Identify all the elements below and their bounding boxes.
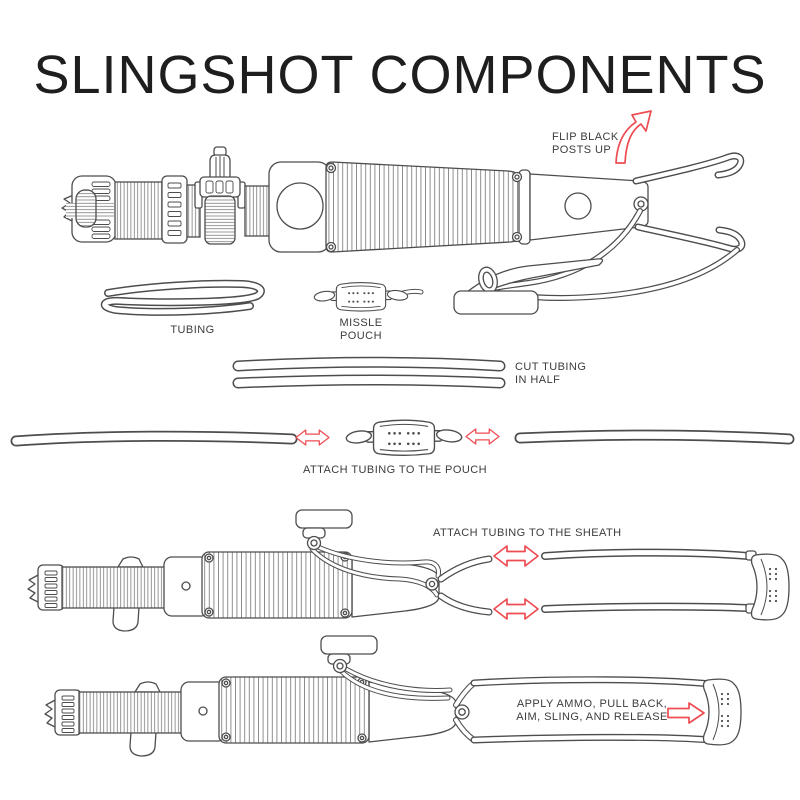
missile-pouch-line2: POUCH: [340, 329, 382, 342]
missile-pouch-label: MISSLE POUCH: [326, 317, 396, 342]
final-slingshot-illustration: [44, 635, 742, 757]
sheath-assembly-illustration: [27, 509, 790, 632]
attach-sheath-label: ATTACH TUBING TO THE SHEATH: [433, 527, 622, 539]
flip-black-posts-line2: POSTS UP: [552, 143, 612, 156]
tubing-label: TUBING: [170, 324, 215, 336]
attach-right-arrow-icon: [465, 428, 500, 445]
attach-tubing-to-pouch-illustration: [10, 419, 795, 457]
attach-sheath-top-arrow-icon: [493, 545, 539, 567]
belt-clip-mount: [194, 146, 246, 245]
wrapped-grip: [325, 161, 523, 253]
stowed-cords-and-pouch: [400, 208, 740, 315]
cut-tubing-line1: CUT TUBING: [515, 361, 587, 373]
apply-ammo-label: APPLY AMMO, PULL BACK, AIM, SLING, AND R…: [512, 698, 672, 723]
apply-ammo-line2: AIM, SLING, AND RELEASE: [516, 710, 668, 723]
attach-sheath-bottom-arrow-icon: [493, 598, 539, 620]
missile-pouch-illustration: [313, 281, 409, 312]
cut-tubing-illustration: [232, 356, 506, 389]
tubing-coil-illustration: [100, 279, 265, 316]
slingshot-tool-illustration: [61, 146, 746, 315]
attach-pouch-label: ATTACH TUBING TO THE POUCH: [302, 464, 488, 476]
release-arrow-icon: [667, 702, 705, 724]
fork-posts: [632, 152, 746, 253]
missile-pouch-line1: MISSLE: [339, 317, 383, 329]
flip-black-posts-line1: FLIP BLACK: [552, 131, 619, 143]
flip-up-arrow-icon: [615, 110, 652, 164]
apply-ammo-line1: APPLY AMMO, PULL BACK,: [516, 698, 668, 710]
loaded-pouch-end: [702, 678, 742, 746]
cut-tubing-label: CUT TUBING IN HALF: [515, 361, 586, 386]
folded-pouch-end: [750, 553, 790, 621]
attach-left-arrow-icon: [295, 429, 330, 446]
pouch-center: [344, 419, 464, 457]
flip-black-posts-label: FLIP BLACK POSTS UP: [552, 131, 619, 156]
cut-tubing-line2: IN HALF: [515, 373, 561, 386]
page-title: SLINGSHOT COMPONENTS: [33, 45, 767, 105]
